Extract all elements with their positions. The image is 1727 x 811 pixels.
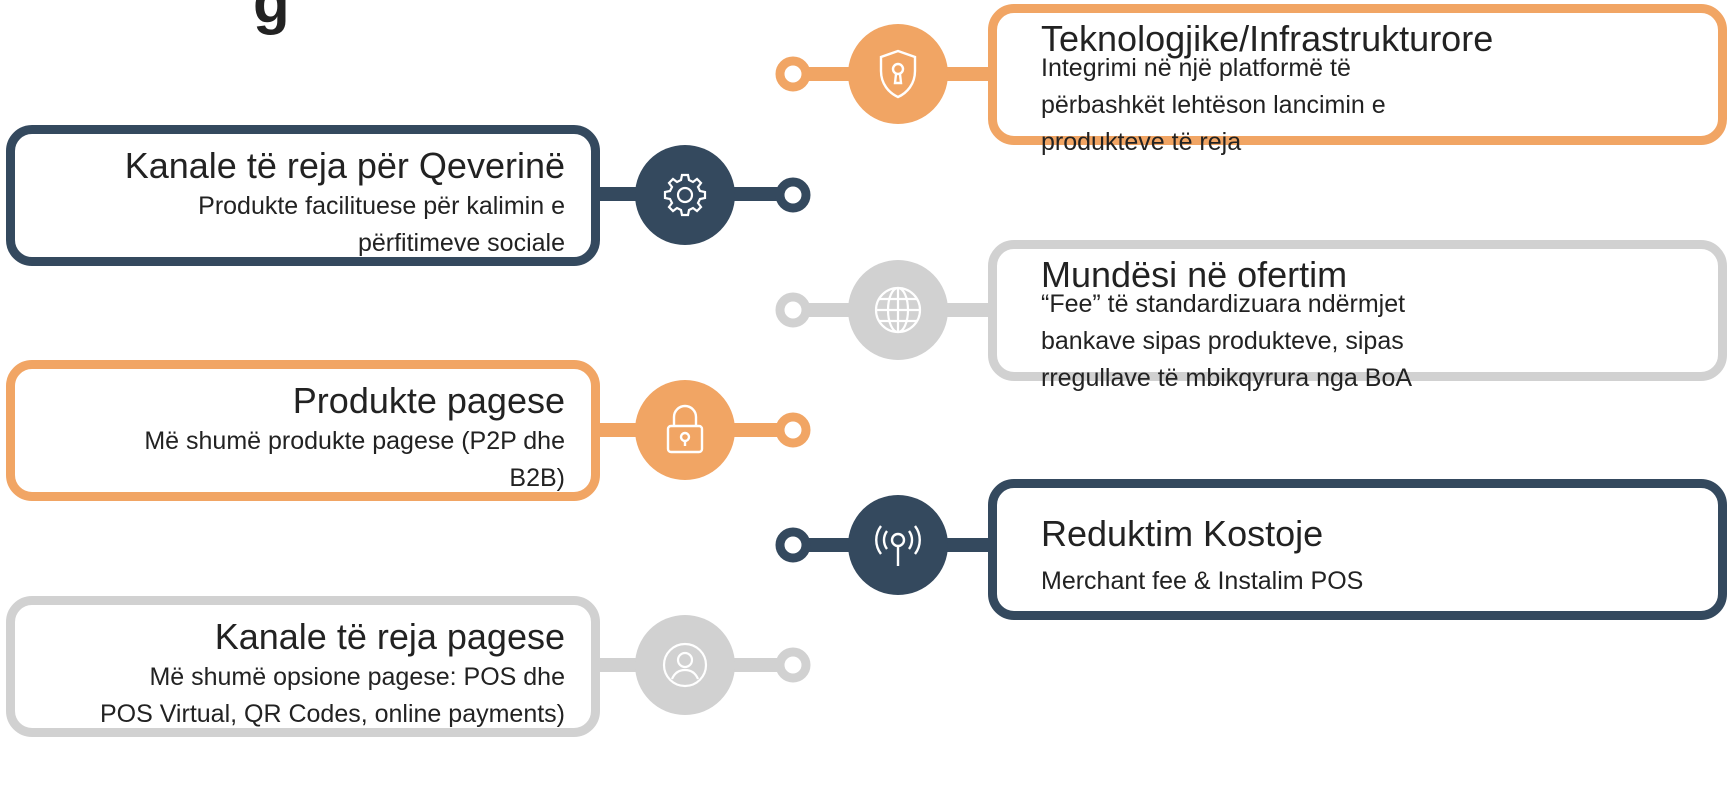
node-kanale-pagese bbox=[595, 615, 811, 715]
padlock-icon bbox=[655, 400, 715, 460]
card-text-line: Integrimi në një platformë të bbox=[1041, 54, 1351, 82]
card-title: Mundësi në ofertim bbox=[1041, 254, 1348, 295]
card-title: Teknologjike/Infrastrukturore bbox=[1041, 18, 1494, 59]
node-produkte-pagese bbox=[595, 380, 811, 480]
globe-icon bbox=[868, 280, 928, 340]
card-ofertim: Mundësi në ofertim “Fee” të standardizua… bbox=[988, 240, 1727, 392]
card-text-line: Më shumë opsione pagese: POS dhe bbox=[149, 663, 565, 691]
card-kanale-qeverine: Kanale të reja për Qeverinë Produkte fac… bbox=[6, 125, 600, 266]
card-title: Reduktim Kostoje bbox=[1041, 513, 1324, 554]
card-text-line: përfitimeve sociale bbox=[357, 229, 565, 257]
card-reduktim: Reduktim Kostoje Merchant fee & Instalim… bbox=[988, 479, 1727, 620]
node-kanale-qeverine bbox=[595, 145, 811, 245]
card-text-line: përbashkët lehtëson lancimin e bbox=[1041, 91, 1386, 119]
card-text-line: Më shumë produkte pagese (P2P dhe bbox=[144, 427, 565, 455]
card-teknologjike: Teknologjike/Infrastrukturore Integrimi … bbox=[988, 4, 1727, 156]
gear-icon bbox=[655, 165, 715, 225]
card-text-line: Produkte facilituese për kalimin e bbox=[198, 192, 565, 220]
card-title: Kanale të reja për Qeverinë bbox=[124, 145, 565, 186]
card-text-line: “Fee” të standardizuara ndërmjet bbox=[1041, 290, 1406, 318]
card-title: Kanale të reja pagese bbox=[214, 616, 565, 657]
signal-icon bbox=[868, 515, 928, 575]
card-kanale-pagese: Kanale të reja pagese Më shumë opsione p… bbox=[6, 596, 600, 737]
card-text-line: produkteve të reja bbox=[1041, 128, 1242, 156]
card-text-line: POS Virtual, QR Codes, online payments) bbox=[99, 700, 565, 728]
card-title: Produkte pagese bbox=[292, 380, 565, 421]
card-text-line: rregullave të mbikqyrura nga BoA bbox=[1041, 364, 1413, 392]
shield-keyhole-icon bbox=[868, 44, 928, 104]
user-icon bbox=[655, 635, 715, 695]
card-text-line: bankave sipas produkteve, sipas bbox=[1041, 327, 1404, 355]
card-text-line: Merchant fee & Instalim POS bbox=[1041, 567, 1364, 595]
card-text-line: B2B) bbox=[509, 464, 565, 492]
page-title-fragment: g bbox=[253, 0, 290, 35]
card-produkte-pagese: Produkte pagese Më shumë produkte pagese… bbox=[6, 360, 600, 501]
